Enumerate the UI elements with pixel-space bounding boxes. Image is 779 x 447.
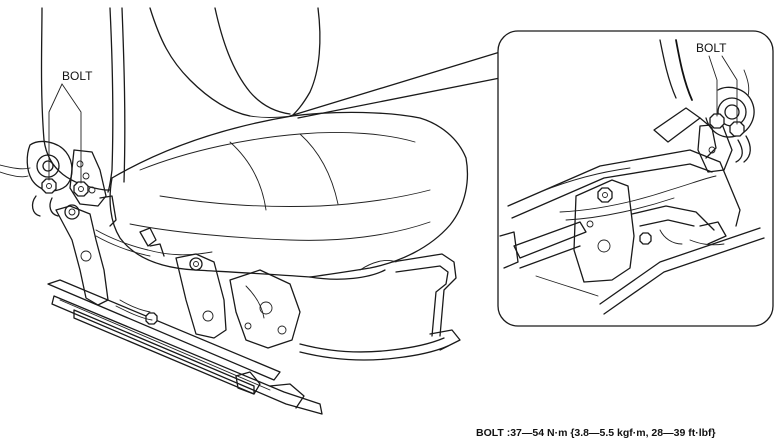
detail-bolt-leader-right [721, 55, 738, 125]
detail-bolt-left [709, 113, 725, 129]
seat-cushion [109, 111, 469, 280]
torque-specification: BOLT :37—54 N·m {3.8—5.5 kgf·m, 28—39 ft… [476, 427, 716, 439]
callout-pointer-lower [297, 77, 501, 119]
detail-rail-bolt [639, 232, 652, 245]
detail-frame [497, 30, 774, 327]
bolt-label-main: BOLT [62, 69, 93, 83]
bolt-main-lower [73, 181, 89, 197]
seat-illustration [0, 7, 469, 415]
bolt-leader-left [48, 83, 63, 181]
callout-pointer-upper [289, 51, 501, 117]
bolt-label-detail: BOLT [696, 41, 727, 55]
detail-front-bolt [597, 187, 613, 203]
bolt-main-upper [41, 178, 57, 194]
detail-recliner [653, 39, 755, 173]
detail-bolt-right [729, 121, 745, 137]
recliner-mechanism [0, 140, 107, 217]
detail-callout [289, 30, 774, 327]
detail-frame-parts [499, 149, 765, 315]
detail-bolt-leader-left [708, 55, 718, 117]
bolt-leader-right [61, 83, 82, 184]
seat-frame [47, 195, 461, 415]
